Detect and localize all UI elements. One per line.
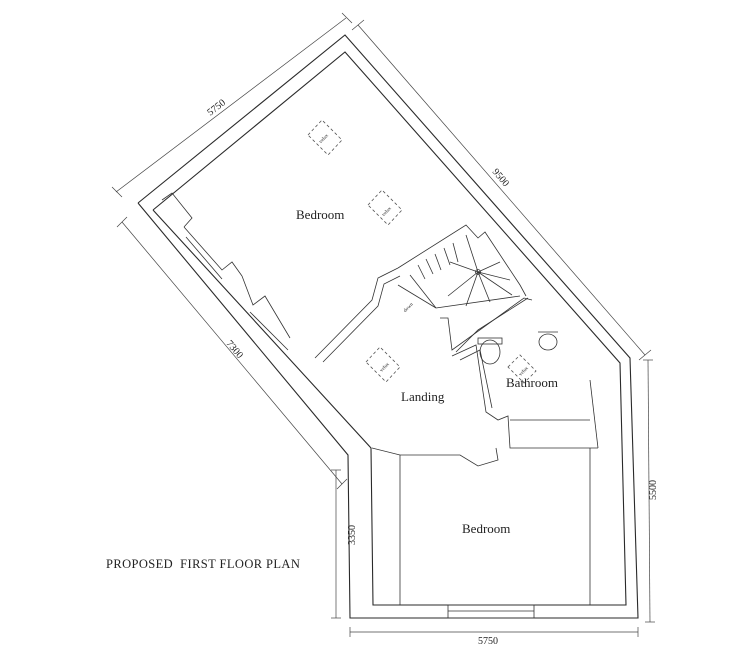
velux-skylight-3: velux — [365, 346, 401, 383]
plan-title: PROPOSED FIRST FLOOR PLAN — [106, 557, 300, 571]
dimension-top-left: 5750 — [111, 12, 353, 198]
dimension-right: 5500 — [643, 359, 659, 623]
svg-text:9500: 9500 — [490, 167, 511, 189]
svg-text:velux: velux — [381, 206, 393, 218]
svg-text:3350: 3350 — [347, 525, 358, 545]
velux-skylight-1: velux — [307, 119, 343, 156]
dimension-top-right: 9500 — [351, 19, 652, 361]
svg-text:velux: velux — [319, 133, 331, 145]
room-label-bedroom-top: Bedroom — [296, 207, 344, 222]
room-label-landing: Landing — [401, 389, 445, 404]
toilet-icon — [479, 339, 501, 365]
outer-wall — [137, 34, 639, 619]
left-wall-windows — [161, 192, 291, 351]
staircase — [397, 224, 527, 309]
svg-text:velux: velux — [518, 366, 530, 378]
svg-text:7300: 7300 — [224, 338, 245, 360]
svg-text:5750: 5750 — [205, 97, 228, 118]
bathroom-fixtures — [477, 331, 558, 365]
room-label-bathroom: Bathroom — [506, 375, 558, 390]
svg-text:5500: 5500 — [648, 480, 659, 500]
partition-walls — [314, 267, 599, 605]
svg-text:velux: velux — [379, 362, 391, 374]
dimension-left: 7300 — [116, 216, 348, 490]
inner-wall — [152, 51, 627, 606]
bottom-window — [447, 604, 535, 619]
dimension-bottom: 5750 — [349, 627, 639, 647]
svg-text:5750: 5750 — [478, 636, 498, 647]
basin-icon — [538, 333, 558, 351]
stair-down-label: down — [403, 302, 415, 314]
dimension-bottom-left: 3350 — [331, 469, 358, 619]
room-label-bedroom-bottom: Bedroom — [462, 521, 510, 536]
velux-skylight-2: velux — [367, 189, 403, 226]
velux-skylight-4: velux — [507, 354, 537, 384]
